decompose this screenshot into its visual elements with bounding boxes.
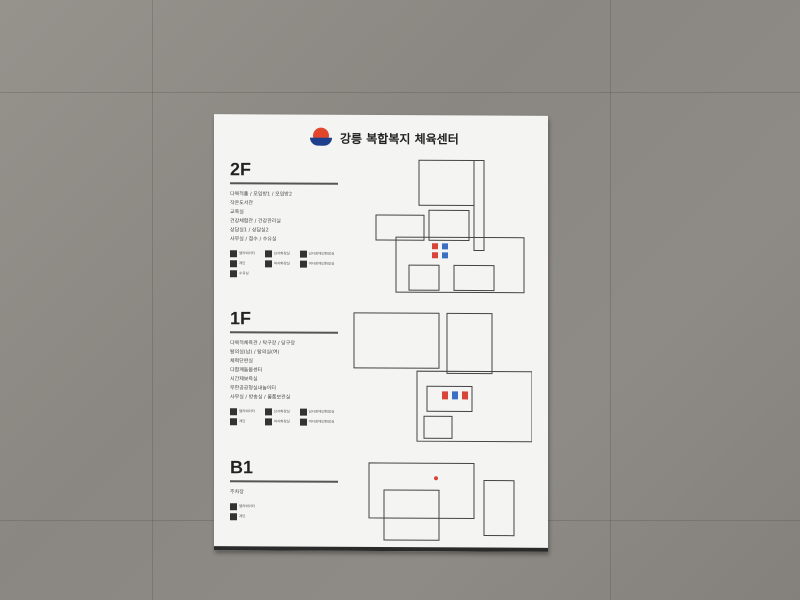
legend-label: 여자화장실 [273, 261, 290, 266]
floor-plan-1f [353, 312, 532, 443]
legend-label: 여자장애인화장실 [308, 261, 335, 266]
floor-2f-section: 2F 다목적홀 / 모임방1 / 모임방2 작은도서관 교육실 건강체험관 / … [230, 159, 338, 278]
elevator-icon [230, 250, 237, 258]
legend-label: 엘리베이터 [239, 251, 256, 256]
legend: 엘리베이터 계단 [230, 503, 338, 521]
legend-label: 남자화장실 [273, 409, 290, 414]
nursing-room-icon [230, 270, 237, 278]
room-list-item: 주차장 [230, 489, 244, 496]
stairs-icon [230, 513, 237, 521]
sign-title: 강릉 복합복지 체육센터 [340, 131, 459, 146]
floor-1f-section: 1F 다목적체육관 / 탁구장 / 당구장 탈의실(남) / 탈의실(여) 체력… [230, 308, 338, 426]
room-list-item: 작은도서관 [230, 200, 254, 207]
elevator-icon [230, 503, 237, 511]
floor-plan-2f [375, 159, 525, 294]
legend-label: 엘리베이터 [239, 409, 256, 414]
legend: 엘리베이터 남자화장실 남자장애인화장실 계단 여자화장실 여자장애인화장실 [230, 408, 338, 426]
accessible-womens-restroom-icon [299, 260, 307, 268]
floor-guide-sign: 강릉 복합복지 체육센터 2F 다목적홀 / 모임방1 / 모임방2 작은도서관… [214, 114, 548, 552]
legend-label: 계단 [239, 419, 246, 424]
legend-label: 남자화장실 [273, 251, 290, 256]
legend-label: 여자장애인화장실 [308, 419, 335, 424]
legend: 엘리베이터 남자화장실 남자장애인화장실 계단 여자화장실 여자장애인화장실 수… [230, 250, 338, 278]
legend-label: 엘리베이터 [239, 504, 256, 509]
wall-tile-joint [610, 0, 611, 600]
legend-label: 여자화장실 [273, 419, 290, 424]
floor-label: 2F [230, 159, 252, 180]
mens-restroom-icon [264, 250, 272, 258]
stairs-icon [230, 418, 237, 426]
room-list-item: 사무실 / 접수 / 수유실 [230, 236, 277, 243]
accessible-mens-restroom-icon [299, 250, 307, 258]
elevator-icon [230, 408, 237, 416]
floor-plan-b1 [368, 462, 515, 541]
womens-restroom-icon [264, 418, 272, 426]
legend-label: 남자장애인화장실 [308, 409, 335, 414]
legend-label: 수유실 [239, 271, 249, 276]
legend-label: 계단 [239, 514, 246, 519]
stairs-icon [230, 260, 237, 268]
mens-restroom-icon [264, 408, 272, 416]
accessible-womens-restroom-icon [299, 418, 307, 426]
sign-header: 강릉 복합복지 체육센터 [310, 127, 459, 149]
wall-tile-joint [0, 92, 800, 93]
legend-label: 계단 [239, 261, 246, 266]
floor-label: B1 [230, 457, 254, 478]
legend-label: 남자장애인화장실 [308, 251, 335, 256]
floor-label: 1F [230, 308, 252, 329]
womens-restroom-icon [264, 260, 272, 268]
accessible-mens-restroom-icon [299, 408, 307, 416]
wall-tile-joint [152, 0, 153, 600]
logo-icon [310, 127, 332, 148]
floor-b1-section: B1 주차장 엘리베이터 계단 [230, 457, 338, 521]
room-list-item: 사무실 / 방송실 / 물품보관실 [230, 394, 291, 401]
